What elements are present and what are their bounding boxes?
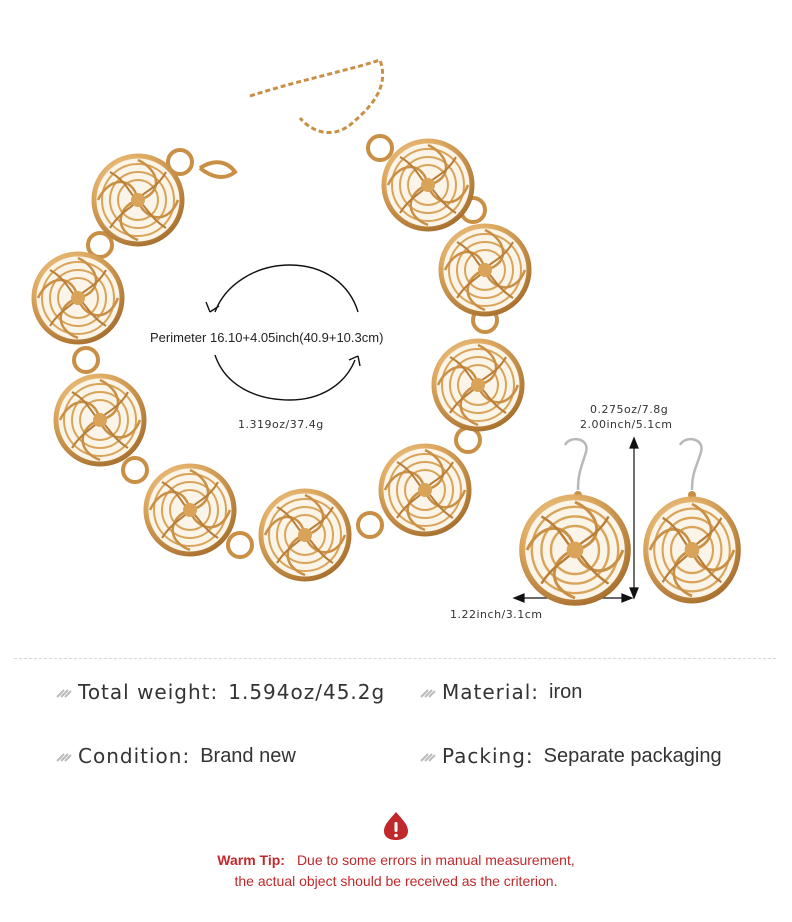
- perimeter-label: Perimeter 16.10+4.05inch(40.9+10.3cm): [150, 330, 384, 345]
- earring-weight-label: 0.275oz/7.8g: [590, 403, 669, 416]
- warm-tip-label: Warm Tip:: [217, 852, 285, 868]
- spec-total-weight: Total weight: 1.594oz/45.2g: [56, 680, 385, 704]
- material-key: Material:: [442, 680, 539, 704]
- earring-left: [522, 437, 628, 603]
- packing-value: Separate packaging: [543, 744, 722, 767]
- product-illustration: [0, 58, 792, 650]
- connector-rings: [72, 134, 499, 559]
- total-weight-key: Total weight:: [78, 680, 219, 704]
- necklace-weight-label: 1.319oz/37.4g: [238, 418, 324, 431]
- earring-height-label: 2.00inch/5.1cm: [580, 418, 673, 431]
- extension-chain: [249, 58, 385, 135]
- earring-right: [646, 437, 738, 600]
- warm-tip-line-1: Warm Tip: Due to some errors in manual me…: [0, 852, 792, 868]
- condition-key: Condition:: [78, 744, 191, 768]
- condition-value: Brand new: [200, 744, 296, 767]
- section-divider: [14, 658, 776, 659]
- earring-width-label: 1.22inch/3.1cm: [450, 608, 543, 621]
- material-value: iron: [549, 680, 583, 703]
- leaf-bullet-icon: [420, 689, 436, 698]
- leaf-bullet-icon: [56, 753, 72, 762]
- spec-condition: Condition: Brand new: [56, 744, 296, 768]
- warm-tip-line-2: the actual object should be received as …: [234, 873, 558, 889]
- warm-tip-text-1: Due to some errors in manual measurement…: [296, 852, 575, 868]
- clasp: [198, 160, 238, 179]
- spec-material: Material: iron: [420, 680, 582, 704]
- perimeter-arrows: [205, 264, 361, 401]
- spec-packing: Packing: Separate packaging: [420, 744, 722, 768]
- leaf-bullet-icon: [420, 753, 436, 762]
- total-weight-value: 1.594oz/45.2g: [228, 680, 386, 704]
- leaf-bullet-icon: [56, 689, 72, 698]
- packing-key: Packing:: [442, 744, 534, 768]
- exclamation-drop-icon: [384, 812, 408, 840]
- necklace-pendants: [34, 141, 529, 579]
